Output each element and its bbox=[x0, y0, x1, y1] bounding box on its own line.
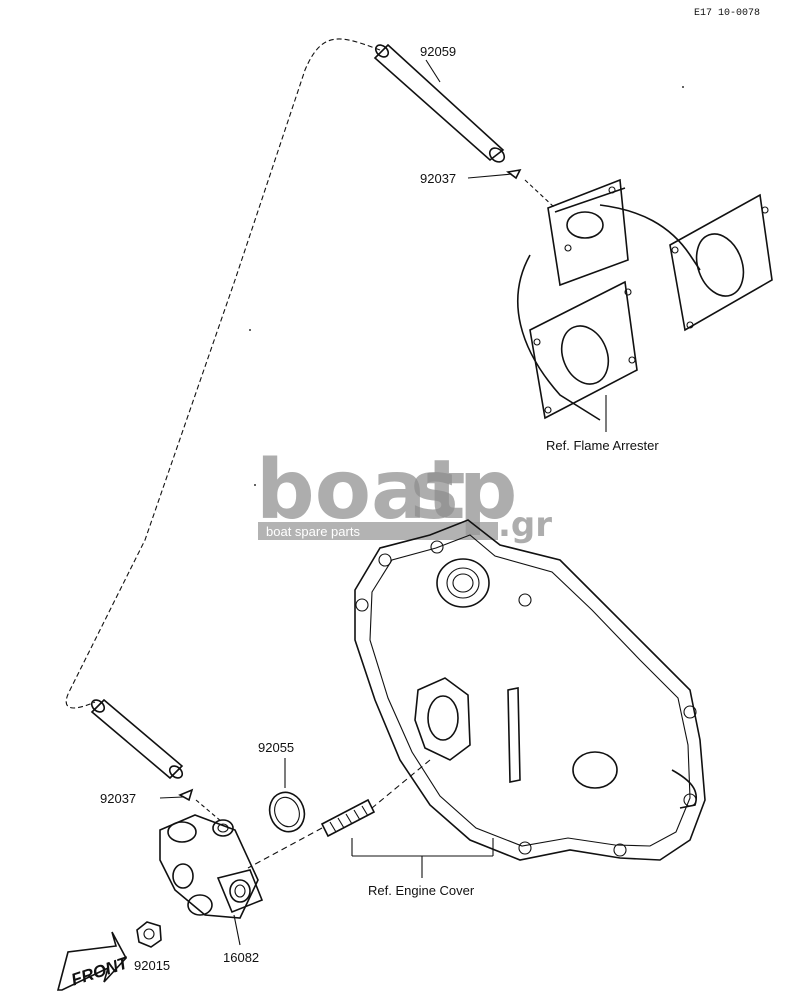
part-label-92037-bottom: 92037 bbox=[100, 791, 136, 806]
o-ring[interactable] bbox=[264, 787, 310, 836]
bracket-engine-cover bbox=[351, 838, 494, 878]
axis-line-valve bbox=[247, 827, 323, 869]
front-label: FRONT bbox=[69, 953, 132, 990]
fuel-valve[interactable] bbox=[159, 814, 264, 919]
part-label-92059: 92059 bbox=[420, 44, 456, 59]
flame-arrester bbox=[517, 178, 773, 421]
hose-lower[interactable] bbox=[89, 698, 184, 781]
hose-route-line bbox=[65, 38, 381, 709]
leader-92059 bbox=[425, 59, 441, 83]
stud bbox=[320, 798, 376, 838]
clip-lower[interactable] bbox=[159, 788, 194, 802]
watermark-domain: .gr bbox=[498, 505, 552, 545]
leader-clip-to-valve bbox=[195, 799, 223, 823]
hose-upper[interactable] bbox=[373, 43, 507, 165]
diagram-code: E17 10-0078 bbox=[694, 8, 760, 19]
leader-clip-to-arrester bbox=[524, 179, 556, 209]
part-label-92037-top: 92037 bbox=[420, 171, 456, 186]
part-label-16082: 16082 bbox=[223, 950, 259, 965]
watermark: boat sp .gr boat spare parts bbox=[256, 443, 552, 545]
part-label-92015: 92015 bbox=[134, 958, 170, 973]
ref-engine-cover: Ref. Engine Cover bbox=[368, 883, 475, 898]
front-arrow-icon: FRONT bbox=[56, 931, 132, 991]
ref-flame-arrester: Ref. Flame Arrester bbox=[546, 438, 659, 453]
leader-16082 bbox=[233, 914, 241, 946]
engine-cover bbox=[354, 519, 706, 861]
axis-line-cover bbox=[371, 759, 431, 809]
watermark-tagline: boat spare parts bbox=[266, 524, 360, 539]
part-label-92055: 92055 bbox=[258, 740, 294, 755]
clip-upper[interactable] bbox=[467, 168, 522, 180]
plug[interactable] bbox=[136, 921, 162, 948]
